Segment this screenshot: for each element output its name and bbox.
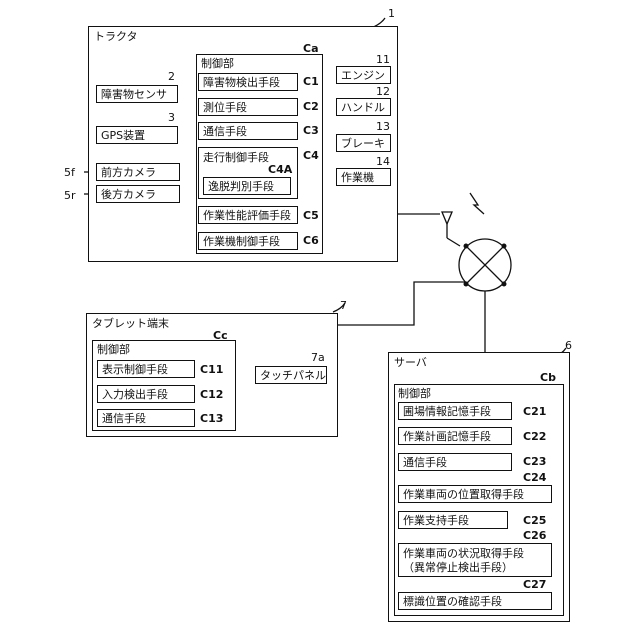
rear-camera-ref: 5r	[64, 190, 76, 201]
unit-communication-code: C3	[303, 125, 319, 136]
unit-obstacle-detection: 障害物検出手段	[198, 73, 298, 91]
touch-panel: タッチパネル	[255, 366, 327, 384]
tablet-controller-label: 制御部	[97, 344, 130, 355]
subunit-deviation-judgment: 逸脱判別手段	[203, 177, 291, 195]
rear-camera: 後方カメラ	[96, 185, 180, 203]
unit-positioning-code: C2	[303, 101, 319, 112]
unit-display-control: 表示制御手段	[97, 360, 195, 378]
steering-handle: ハンドル	[336, 98, 391, 116]
unit-server-communication-code: C23	[523, 456, 546, 467]
unit-field-info-storage: 圃場情報記憶手段	[398, 402, 512, 420]
tractor-controller-label: 制御部	[201, 58, 234, 69]
unit-display-control-code: C11	[200, 364, 223, 375]
tractor-controller-code: Ca	[303, 43, 319, 54]
unit-input-detection-code: C12	[200, 389, 223, 400]
implement: 作業機	[336, 168, 391, 186]
unit-performance-evaluation: 作業性能評価手段	[198, 206, 298, 224]
unit-marker-position-check: 標識位置の確認手段	[398, 592, 552, 610]
server-controller-code: Cb	[540, 372, 556, 383]
tractor-ref: 1	[388, 8, 395, 19]
unit-travel-control-code: C4	[303, 150, 319, 161]
wireless-signal-icon	[470, 193, 484, 214]
unit-marker-check-code: C27	[523, 579, 546, 590]
unit-work-support-code: C25	[523, 515, 546, 526]
engine: エンジン	[336, 66, 391, 84]
steering-handle-ref: 12	[376, 86, 390, 97]
server-ref: 6	[565, 340, 572, 351]
tablet-title: タブレット端末	[92, 318, 169, 329]
unit-work-support: 作業支持手段	[398, 511, 508, 529]
subunit-deviation-code: C4A	[268, 164, 292, 175]
tablet-network-link	[338, 282, 466, 325]
unit-implement-control: 作業機制御手段	[198, 232, 298, 250]
obstacle-sensor: 障害物センサ	[96, 85, 178, 103]
unit-performance-evaluation-code: C5	[303, 210, 319, 221]
unit-tablet-communication: 通信手段	[97, 409, 195, 427]
unit-tablet-communication-code: C13	[200, 413, 223, 424]
gps-device: GPS装置	[96, 126, 178, 144]
unit-vehicle-position-code: C24	[523, 472, 546, 483]
server-title: サーバ	[394, 357, 427, 368]
unit-vehicle-status-acquisition: 作業車両の状況取得手段 （異常停止検出手段）	[398, 543, 552, 577]
tractor-title: トラクタ	[94, 31, 138, 42]
brake-ref: 13	[376, 121, 390, 132]
engine-ref: 11	[376, 54, 390, 65]
unit-server-communication: 通信手段	[398, 453, 512, 471]
unit-obstacle-detection-code: C1	[303, 76, 319, 87]
unit-vehicle-status-code: C26	[523, 530, 546, 541]
unit-input-detection: 入力検出手段	[97, 385, 195, 403]
antenna-icon	[442, 212, 452, 224]
tablet-ref: 7	[340, 300, 347, 311]
brake: ブレーキ	[336, 134, 391, 152]
unit-implement-control-code: C6	[303, 235, 319, 246]
implement-ref: 14	[376, 156, 390, 167]
unit-work-plan-storage-code: C22	[523, 431, 546, 442]
unit-positioning: 測位手段	[198, 98, 298, 116]
gps-device-ref: 3	[168, 112, 175, 123]
unit-vehicle-position-acquisition: 作業車両の位置取得手段	[398, 485, 552, 503]
obstacle-sensor-ref: 2	[168, 71, 175, 82]
unit-communication: 通信手段	[198, 122, 298, 140]
front-camera: 前方カメラ	[96, 163, 180, 181]
server-controller-label: 制御部	[398, 388, 431, 399]
front-camera-ref: 5f	[64, 167, 75, 178]
unit-field-info-storage-code: C21	[523, 406, 546, 417]
tablet-controller-code: Cc	[213, 330, 228, 341]
touch-panel-ref: 7a	[311, 352, 325, 363]
unit-work-plan-storage: 作業計画記憶手段	[398, 427, 512, 445]
